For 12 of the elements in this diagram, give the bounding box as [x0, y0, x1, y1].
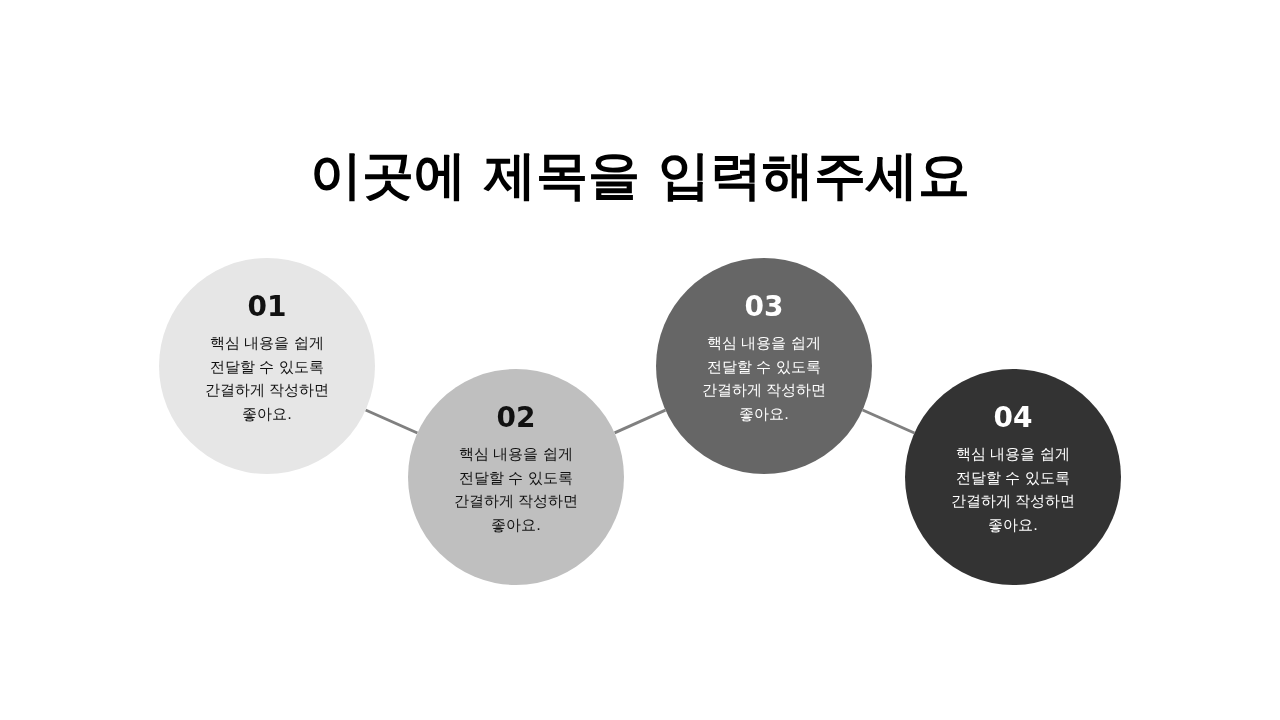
step-description: 핵심 내용을 쉽게 전달할 수 있도록 간결하게 작성하면 좋아요. — [203, 334, 331, 424]
step-number: 04 — [993, 400, 1033, 436]
connector-line — [862, 408, 915, 435]
step-number: 03 — [744, 289, 784, 325]
step-number: 02 — [496, 400, 536, 436]
step-number: 01 — [247, 289, 287, 325]
title: 이곳에 제목을 입력해주세요 — [309, 145, 971, 205]
step-description: 핵심 내용을 쉽게 전달할 수 있도록 간결하게 작성하면 좋아요. — [700, 334, 828, 424]
step-description: 핵심 내용을 쉽게 전달할 수 있도록 간결하게 작성하면 좋아요. — [452, 445, 580, 535]
connector-line — [614, 408, 666, 435]
step-description: 핵심 내용을 쉽게 전달할 수 있도록 간결하게 작성하면 좋아요. — [949, 445, 1077, 535]
connector-line — [365, 408, 418, 435]
